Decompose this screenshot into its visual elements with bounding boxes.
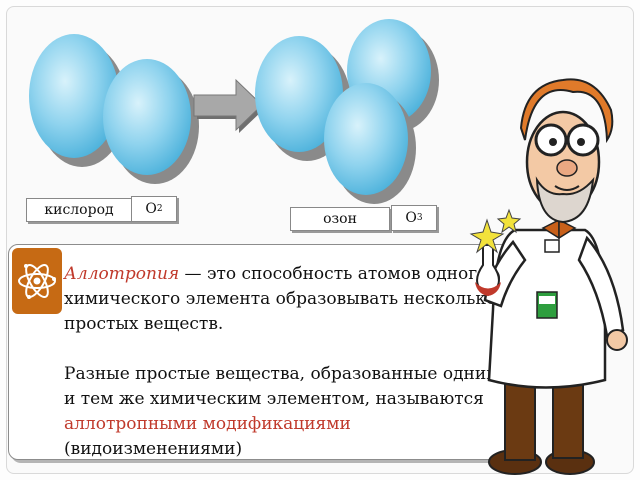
- arrow-right-icon: [193, 78, 265, 133]
- ozone-name-text: озон: [323, 211, 357, 227]
- oxygen-atom-2: [103, 59, 191, 175]
- oxygen-formula-sub: 2: [156, 204, 163, 214]
- para2-start: Разные простые вещества, образованные од…: [64, 364, 500, 409]
- definition-text: Аллотропия — это способность атомов одно…: [64, 262, 514, 462]
- ozone-name-label: озон: [290, 207, 390, 231]
- professor-illustration: [469, 78, 628, 475]
- oxygen-name-text: кислород: [44, 202, 114, 218]
- definition-panel: [8, 244, 510, 460]
- para2-end: (видоизменениями): [64, 439, 243, 459]
- definition-paragraph-2: Разные простые вещества, образованные од…: [64, 362, 514, 462]
- definition-term: Аллотропия: [64, 264, 180, 284]
- definition-sentence: — это способность атомов одного химическ…: [64, 264, 497, 334]
- para2-highlight: аллотропными модификациями: [64, 414, 351, 434]
- oxygen-atom-1: [29, 34, 119, 158]
- ozone-atom-3: [324, 83, 408, 195]
- oxygen-molecule: [29, 34, 199, 184]
- oxygen-formula-base: O: [145, 201, 157, 217]
- definition-paragraph-1: Аллотропия — это способность атомов одно…: [64, 262, 514, 337]
- atom-icon-tile: [12, 248, 62, 314]
- atom-icon: [18, 264, 56, 299]
- ozone-molecule: [255, 19, 439, 204]
- molecules-illustration: [29, 19, 439, 204]
- ozone-atom-2: [255, 36, 343, 152]
- oxygen-name-label: кислород: [26, 198, 132, 222]
- ozone-formula-sub: 3: [416, 213, 423, 223]
- ozone-formula-base: O: [405, 210, 417, 226]
